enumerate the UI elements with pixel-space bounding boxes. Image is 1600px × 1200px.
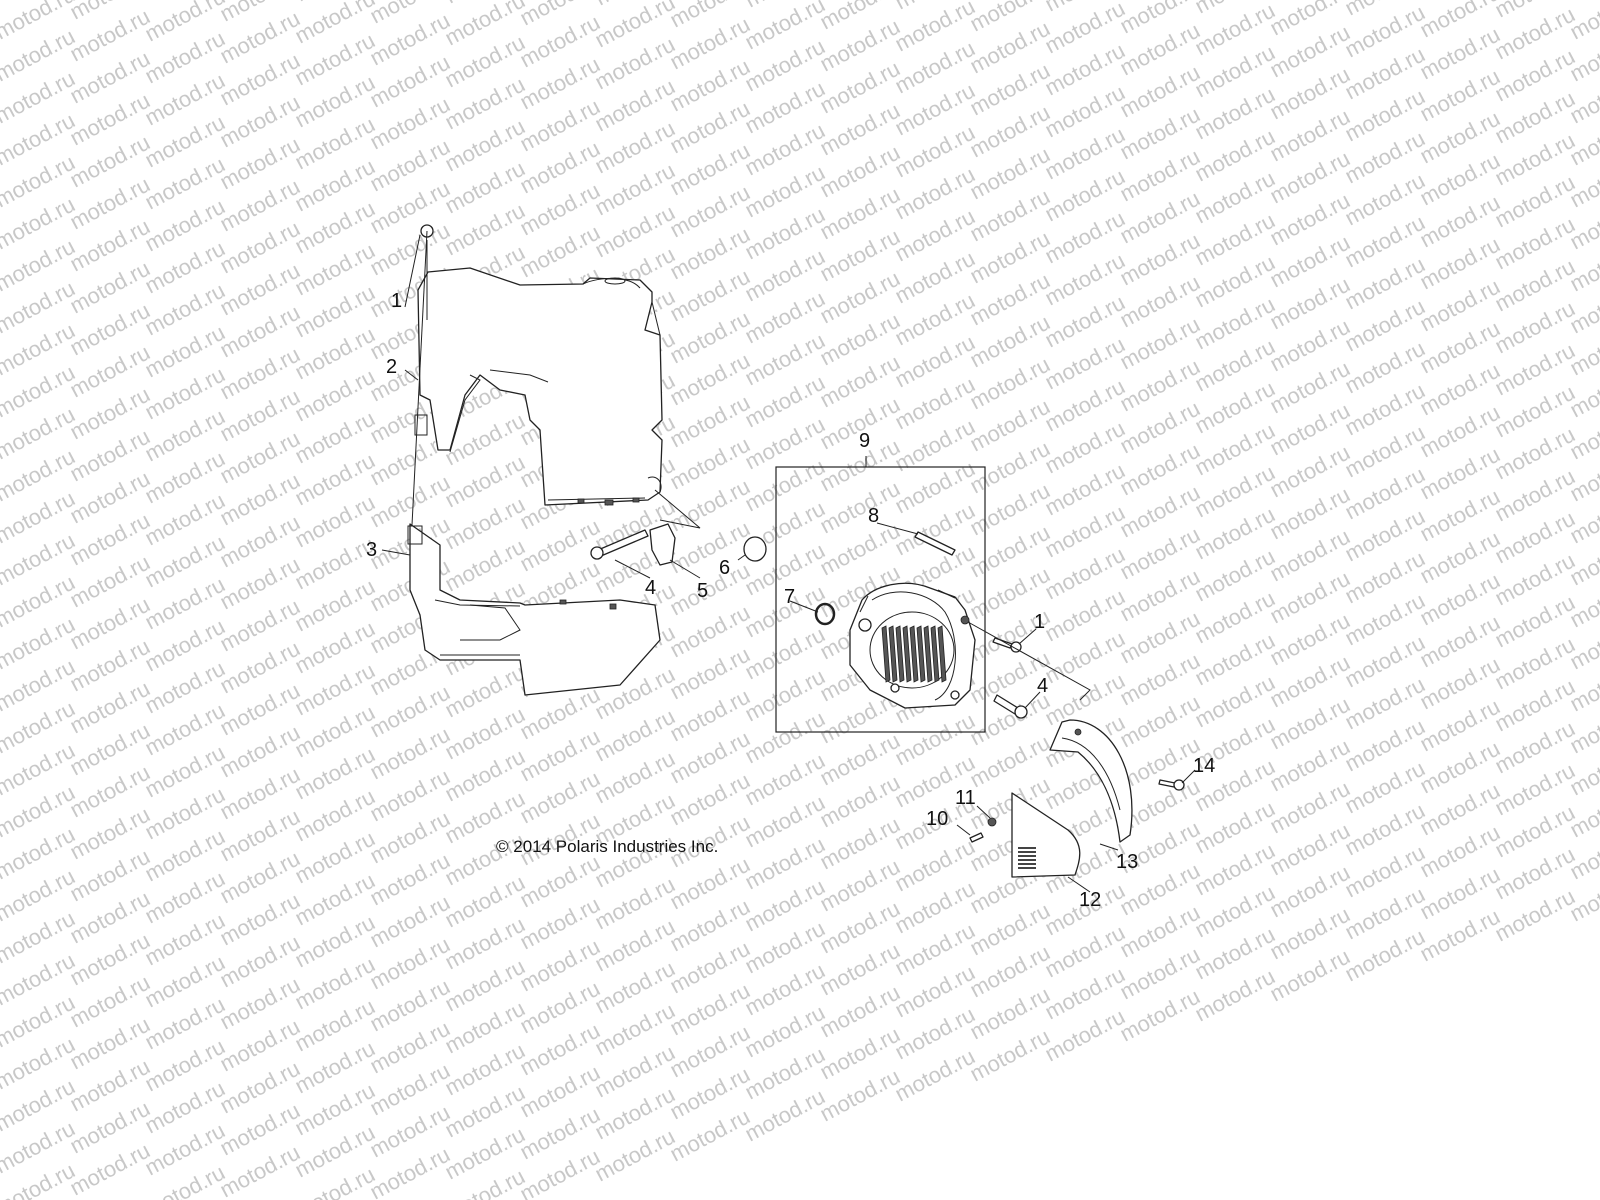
grille-slot	[937, 625, 947, 683]
part-12-cover	[1011, 792, 1081, 878]
part-1-screw-left	[411, 224, 434, 526]
vent-slot	[1018, 863, 1036, 865]
callout-14: 14	[1193, 755, 1215, 777]
fan-housing	[849, 582, 976, 709]
callouts: 1 2 3 4 5 6 7 8 9 1 4 10 11 12 13 14	[366, 290, 1215, 911]
part-6-plug	[743, 536, 767, 562]
part-5-bracket	[649, 489, 701, 566]
grille-slot	[930, 625, 940, 683]
part-4-bolt-right	[967, 621, 1091, 719]
leader-lines	[381, 234, 1196, 893]
part-7-o-ring	[814, 602, 836, 626]
callout-10: 10	[926, 808, 948, 830]
grille-slot	[923, 625, 933, 683]
part-3-lower-cover	[407, 523, 661, 696]
callout-6: 6	[719, 557, 730, 579]
callout-11: 11	[955, 787, 976, 809]
part-14-screw	[1158, 779, 1185, 791]
callout-2: 2	[386, 356, 397, 378]
vent-slot	[1018, 851, 1036, 853]
vent-slot	[1018, 855, 1036, 857]
vent-slot	[1018, 847, 1036, 849]
grille-slot	[902, 625, 912, 683]
watermark-text: motod.ru	[1566, 0, 1600, 44]
vent-slot	[1018, 859, 1036, 861]
part-10-screw	[969, 832, 984, 843]
callout-13: 13	[1116, 851, 1138, 873]
callout-3: 3	[366, 539, 377, 561]
fan-grille	[881, 625, 947, 683]
callout-1-right: 1	[1034, 611, 1045, 633]
callout-1-left: 1	[391, 290, 402, 312]
part-4-bolt-left	[590, 529, 649, 560]
part-2-upper-cover	[414, 267, 663, 506]
copyright-notice: © 2014 Polaris Industries Inc.	[496, 837, 718, 856]
callout-9: 9	[859, 430, 870, 452]
grille-slot	[909, 625, 919, 683]
callout-4-right: 4	[1037, 675, 1048, 697]
grille-slot	[895, 625, 905, 683]
callout-4-left: 4	[645, 577, 656, 599]
watermark-text: motod.ru	[1566, 0, 1600, 2]
grille-slot	[916, 625, 926, 683]
callout-12: 12	[1079, 889, 1101, 911]
callout-5: 5	[697, 580, 708, 602]
grille-slot	[888, 625, 898, 683]
part-1-screw-right	[992, 637, 1022, 653]
grille-slot	[881, 625, 891, 683]
vent-slot	[1018, 867, 1036, 869]
part-11-nut	[987, 817, 997, 827]
cover-vents	[1018, 847, 1036, 869]
part-8-pin	[914, 531, 956, 556]
part-9-group-box	[775, 456, 986, 733]
callout-8: 8	[868, 505, 879, 527]
part-13-shroud	[1049, 719, 1133, 843]
callout-7: 7	[784, 586, 795, 608]
